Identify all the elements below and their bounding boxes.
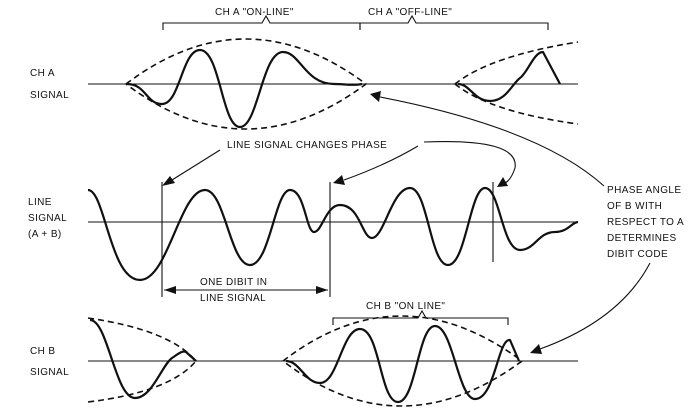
ch-a-off-line-envelope xyxy=(454,41,579,125)
line-signal-changes-phase-label: LINE SIGNAL CHANGES PHASE xyxy=(227,140,387,151)
line-signal-label-line2: SIGNAL xyxy=(28,213,67,224)
ch-b-signal-label-line2: SIGNAL xyxy=(30,367,69,378)
line-signal-waveform xyxy=(87,186,579,282)
line-signal-label-line1: LINE xyxy=(28,197,52,208)
ch-a-burst-2 xyxy=(457,50,561,103)
ch-a-off-line-label: CH A "OFF-LINE" xyxy=(368,7,452,18)
ch-b-on-line-label: CH B "ON LINE" xyxy=(366,301,445,312)
ch-a-burst-1 xyxy=(126,48,363,129)
phase-change-arrowhead-2 xyxy=(333,175,345,185)
ch-b-on-line-envelope xyxy=(281,315,524,407)
phase-angle-arrowhead-b xyxy=(530,344,542,354)
phase-angle-arrowhead-a xyxy=(370,91,381,102)
ch-b-burst-1 xyxy=(89,318,197,400)
ch-b-burst-2 xyxy=(285,324,521,404)
one-dibit-arrowhead-left xyxy=(164,286,176,294)
phase-change-arrowhead-1 xyxy=(162,176,175,186)
phase-change-arrow-1 xyxy=(171,149,221,181)
one-dibit-label-line1: ONE DIBIT IN xyxy=(200,277,267,288)
phase-angle-arrow-to-ch-a xyxy=(379,96,605,187)
ch-a-on-line-envelope xyxy=(124,38,368,130)
phase-angle-label-line5: DIBIT CODE xyxy=(607,249,668,260)
phase-angle-label-line1: PHASE ANGLE xyxy=(607,185,681,196)
phase-angle-label-line3: RESPECT TO A xyxy=(607,217,684,228)
phase-change-arrow-2 xyxy=(343,145,419,181)
one-dibit-label-line2: LINE SIGNAL xyxy=(200,293,266,304)
phase-angle-label-line4: DETERMINES xyxy=(607,233,677,244)
ch-a-signal-label-line2: SIGNAL xyxy=(30,90,69,101)
phase-angle-arrow-to-ch-b xyxy=(539,262,651,350)
phase-angle-label-line2: OF B WITH xyxy=(607,201,662,212)
ch-a-off-line-bracket xyxy=(359,14,549,30)
ch-a-on-line-label: CH A "ON-LINE" xyxy=(215,7,294,18)
one-dibit-arrowhead-right xyxy=(316,286,328,294)
ch-a-on-line-bracket xyxy=(162,14,361,30)
ch-b-first-envelope xyxy=(87,317,197,403)
ch-a-signal-label-line1: CH A xyxy=(30,68,55,79)
ch-b-on-line-bracket xyxy=(332,309,509,325)
ch-b-signal-label-line1: CH B xyxy=(30,346,56,357)
phase-change-arrowhead-3 xyxy=(497,177,508,187)
phase-change-arrow-3 xyxy=(423,141,516,184)
line-signal-label-line3: (A + B) xyxy=(28,229,62,240)
